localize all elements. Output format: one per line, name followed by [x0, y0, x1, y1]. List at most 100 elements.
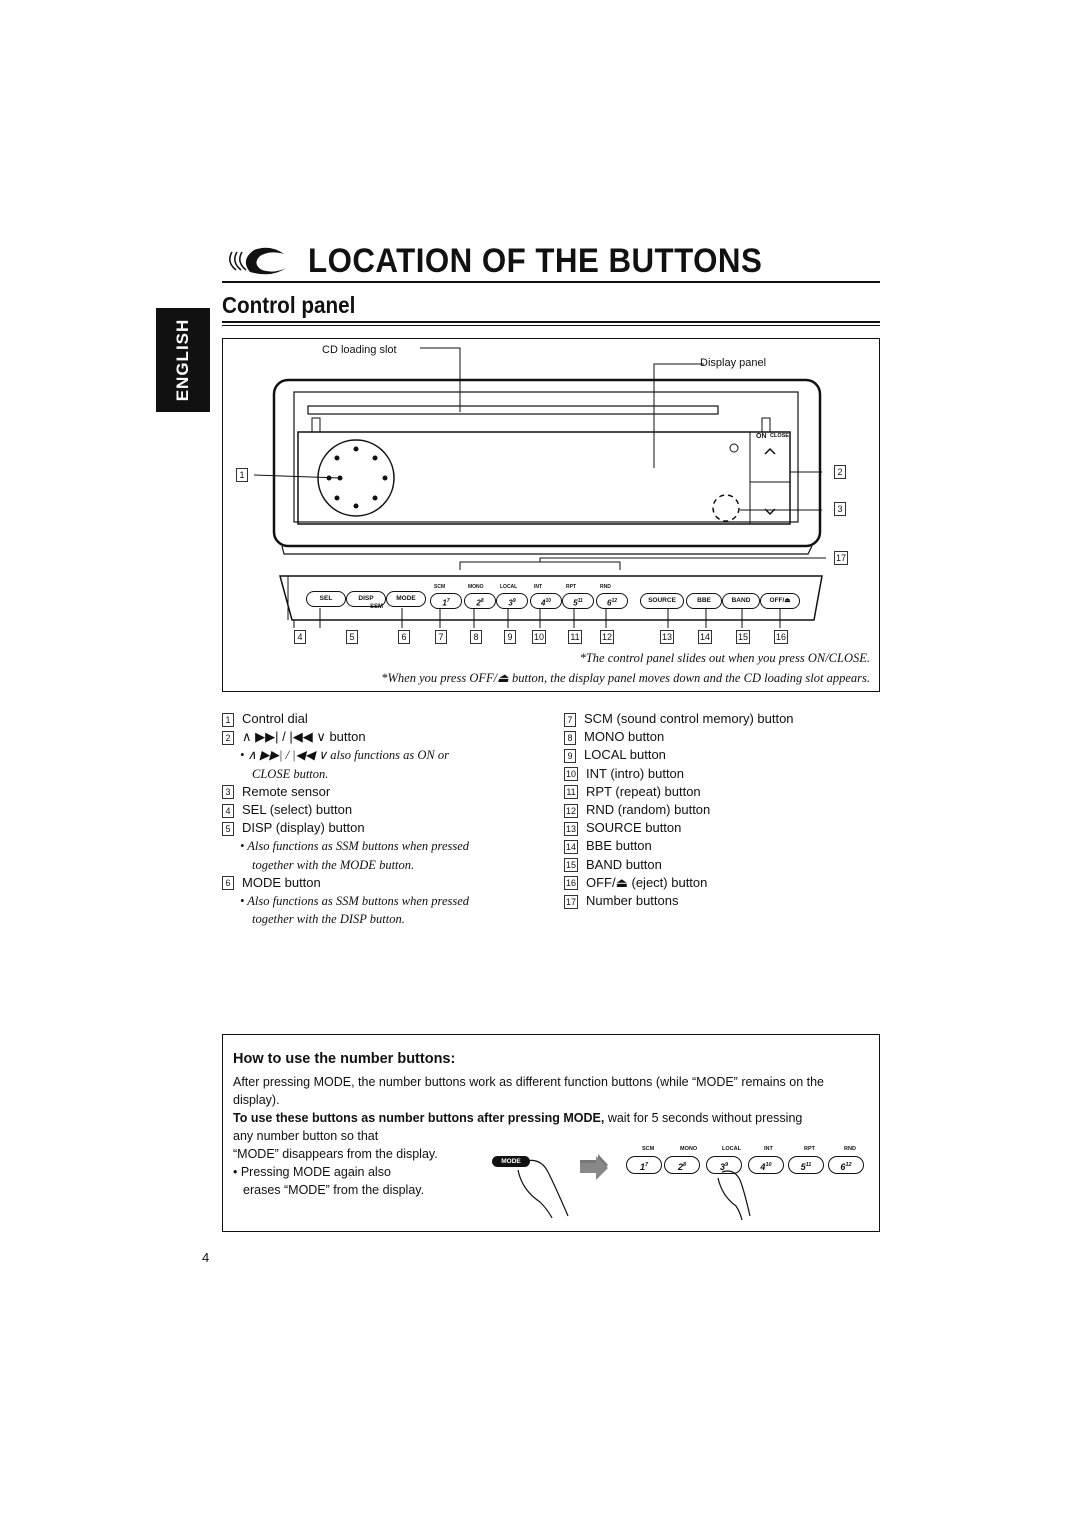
legend-text: SCM (sound control memory) button — [584, 711, 794, 726]
legend-text: Remote sensor — [242, 783, 331, 799]
off-eject-button-label: OFF/⏏ — [769, 597, 791, 604]
off-eject-button[interactable]: OFF/⏏ — [760, 593, 800, 609]
legend-text: SOURCE button — [586, 820, 682, 836]
legend-note: • Also functions as SSM buttons when pre… — [240, 894, 470, 908]
how-to-number-button-6: 612 — [828, 1156, 864, 1174]
callout-9: 9 — [504, 630, 516, 644]
how-to-number-secondary: 12 — [845, 1162, 852, 1168]
callout-7: 7 — [435, 630, 447, 644]
legend-text: RPT (repeat) button — [586, 783, 701, 799]
band-button-label: BAND — [731, 597, 751, 604]
display-panel-label: Display panel — [700, 357, 767, 369]
figure-caption-1: *The control panel slides out when you p… — [579, 651, 870, 665]
mode-key: MODE — [492, 1156, 530, 1167]
legend-number: 14 — [564, 839, 578, 854]
number-button-3[interactable]: 39 — [496, 593, 528, 609]
legend-number: 11 — [564, 785, 578, 800]
number-button-6[interactable]: 612 — [596, 593, 628, 609]
how-to-number-digit: 5 — [800, 1162, 806, 1172]
legend-item: 11 RPT (repeat) button — [564, 783, 701, 801]
legend-note: • ∧ ▶▶| / |◀◀ ∨ also functions as ON or — [240, 748, 449, 763]
number-button-1[interactable]: 17 — [430, 593, 462, 609]
how-to-para2: To use these buttons as number buttons a… — [233, 1109, 873, 1127]
legend-number: 15 — [564, 858, 578, 873]
cd-loading-slot-label: CD loading slot — [322, 344, 397, 356]
number-button-secondary: 8 — [480, 598, 484, 604]
title-icon — [222, 244, 292, 276]
ssm-label: SSM — [370, 604, 384, 610]
section-title: Control panel — [222, 292, 356, 318]
how-to-para1: After pressing MODE, the number buttons … — [233, 1075, 825, 1107]
how-to-function-label: SCM — [642, 1146, 655, 1152]
number-button-digit: 4 — [540, 598, 546, 608]
legend-item: 2∧ ▶▶| / |◀◀ ∨ button — [222, 728, 366, 746]
on-label: ON — [756, 433, 767, 440]
bbe-button-label: BBE — [697, 597, 711, 604]
mode-button[interactable]: MODE — [386, 591, 426, 607]
legend-text: SEL (select) button — [242, 802, 353, 817]
how-to-number-secondary: 10 — [765, 1162, 772, 1168]
how-to-function-label: INT — [764, 1146, 773, 1152]
how-to-number-digit: 3 — [719, 1162, 725, 1172]
how-to-number-button-4: 410 — [748, 1156, 784, 1174]
legend-number: 6 — [222, 876, 234, 891]
panel-function-label: MONO — [468, 584, 484, 590]
how-to-number-digit: 1 — [639, 1162, 645, 1172]
disp-button[interactable]: DISP — [346, 591, 386, 607]
callout-1: 1 — [236, 468, 248, 482]
legend-number: 10 — [564, 767, 578, 782]
legend-text: RND (random) button — [586, 802, 711, 817]
how-to-para2-rest: wait for 5 seconds without pressing — [604, 1111, 803, 1125]
number-button-4[interactable]: 410 — [530, 593, 562, 609]
how-to-function-label: RND — [844, 1146, 856, 1152]
figure-caption-2: *When you press OFF/⏏ button, the displa… — [381, 671, 870, 685]
page-title: LOCATION OF THE BUTTONS — [308, 242, 763, 280]
bbe-button[interactable]: BBE — [686, 593, 722, 609]
legend-text: BBE button — [586, 838, 652, 854]
callout-16: 16 — [774, 630, 788, 644]
how-to-number-button-2: 28 — [664, 1156, 700, 1174]
number-button-2[interactable]: 28 — [464, 593, 496, 609]
legend-text: INT (intro) button — [586, 765, 685, 781]
legend-number: 8 — [564, 730, 576, 745]
source-button[interactable]: SOURCE — [640, 593, 684, 609]
how-to-number-button-5: 511 — [788, 1156, 824, 1174]
control-panel-figure — [222, 338, 880, 692]
panel-function-label: LOCAL — [500, 584, 518, 590]
legend-text: LOCAL button — [584, 747, 666, 763]
sel-button[interactable]: SEL — [306, 591, 346, 607]
legend-number: 4 — [222, 803, 234, 818]
how-to-number-secondary: 11 — [805, 1162, 812, 1168]
legend-note: together with the DISP button. — [252, 912, 405, 927]
panel-function-label: SCM — [434, 584, 446, 590]
number-button-5[interactable]: 511 — [562, 593, 594, 609]
number-button-secondary: 9 — [512, 598, 516, 604]
legend-note: CLOSE button. — [252, 766, 329, 781]
number-button-digit: 2 — [476, 598, 481, 608]
number-button-secondary: 10 — [545, 598, 551, 604]
legend-number: 16 — [564, 876, 578, 891]
how-to-number-button-1: 17 — [626, 1156, 662, 1174]
number-button-digit: 6 — [606, 598, 612, 608]
how-to-number-button-3: 39 — [706, 1156, 742, 1174]
how-to-heading: How to use the number buttons: — [233, 1051, 456, 1067]
legend-item: 14 BBE button — [564, 837, 652, 855]
disp-button-label: DISP — [358, 595, 374, 602]
number-button-digit: 1 — [442, 598, 447, 608]
callout-14: 14 — [698, 630, 712, 644]
legend-number: 5 — [222, 821, 234, 836]
legend-number: 2 — [222, 730, 234, 745]
band-button[interactable]: BAND — [722, 593, 760, 609]
panel-function-label: RPT — [566, 584, 576, 590]
callout-15: 15 — [736, 630, 750, 644]
legend-note: together with the MODE button. — [252, 857, 415, 872]
close-label: CLOSE — [770, 433, 789, 439]
sel-button-label: SEL — [319, 595, 333, 602]
